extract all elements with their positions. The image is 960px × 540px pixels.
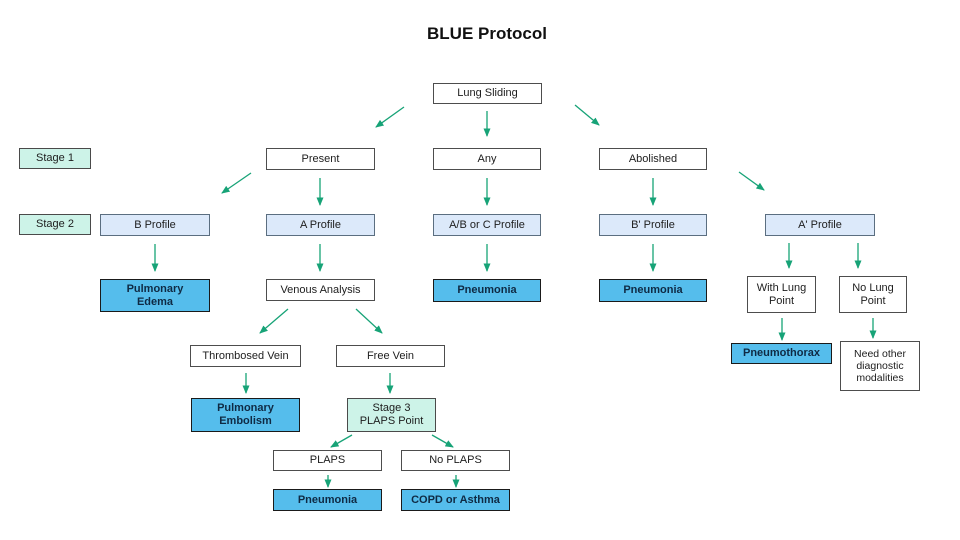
arrow-stage-3-to-no-plaps [431, 434, 454, 448]
node-a-profile: A Profile [266, 214, 375, 236]
arrow-venous-analysis-to-thrombosed-vein [259, 308, 289, 334]
arrow-present-to-b-profile [221, 172, 252, 194]
node-pneumothorax: Pneumothorax [731, 343, 832, 364]
arrow-abolished-to-a-prime-profile [738, 171, 765, 191]
node-pulmonary-edema: Pulmonary Edema [100, 279, 210, 312]
node-b-profile: B Profile [100, 214, 210, 236]
node-venous-analysis: Venous Analysis [266, 279, 375, 301]
node-free-vein: Free Vein [336, 345, 445, 367]
node-a-prime-profile: A' Profile [765, 214, 875, 236]
node-b-prime-profile: B' Profile [599, 214, 707, 236]
node-pneumonia-center: Pneumonia [433, 279, 541, 302]
node-present: Present [266, 148, 375, 170]
node-plaps: PLAPS [273, 450, 382, 471]
node-stage-2: Stage 2 [19, 214, 91, 235]
node-no-plaps: No PLAPS [401, 450, 510, 471]
page-title: BLUE Protocol [427, 24, 547, 43]
node-thrombosed-vein: Thrombosed Vein [190, 345, 301, 367]
arrow-lung-sliding-to-abolished [574, 104, 600, 126]
node-no-lung-point: No Lung Point [839, 276, 907, 313]
node-lung-sliding: Lung Sliding [433, 83, 542, 104]
node-with-lung-point: With Lung Point [747, 276, 816, 313]
arrow-venous-analysis-to-free-vein [355, 308, 383, 334]
node-stage-3-plaps-point: Stage 3 PLAPS Point [347, 398, 436, 432]
node-pneumonia-right: Pneumonia [599, 279, 707, 302]
node-ab-or-c-profile: A/B or C Profile [433, 214, 541, 236]
arrow-lung-sliding-to-present [375, 106, 405, 128]
node-abolished: Abolished [599, 148, 707, 170]
node-need-other-modalities: Need other diagnostic modalities [840, 341, 920, 391]
node-stage-1: Stage 1 [19, 148, 91, 169]
arrow-stage-3-to-plaps [330, 434, 353, 448]
node-copd-or-asthma: COPD or Asthma [401, 489, 510, 511]
node-any: Any [433, 148, 541, 170]
node-pulmonary-embolism: Pulmonary Embolism [191, 398, 300, 432]
node-pneumonia-bottom: Pneumonia [273, 489, 382, 511]
